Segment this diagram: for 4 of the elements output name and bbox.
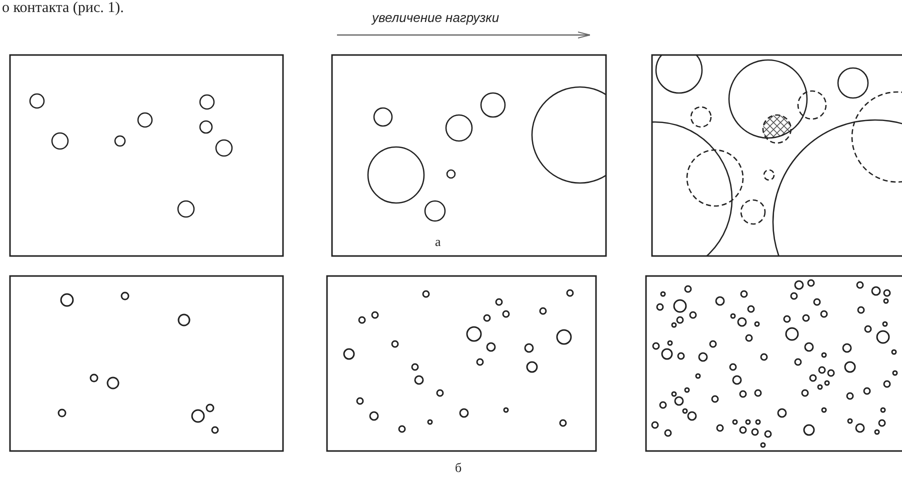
arrow-label: увеличение нагрузки	[372, 10, 500, 25]
caption-fragment: о контакта (рис. 1).	[2, 0, 124, 17]
panel-label: б	[455, 460, 462, 476]
panel-label: а	[435, 234, 441, 250]
